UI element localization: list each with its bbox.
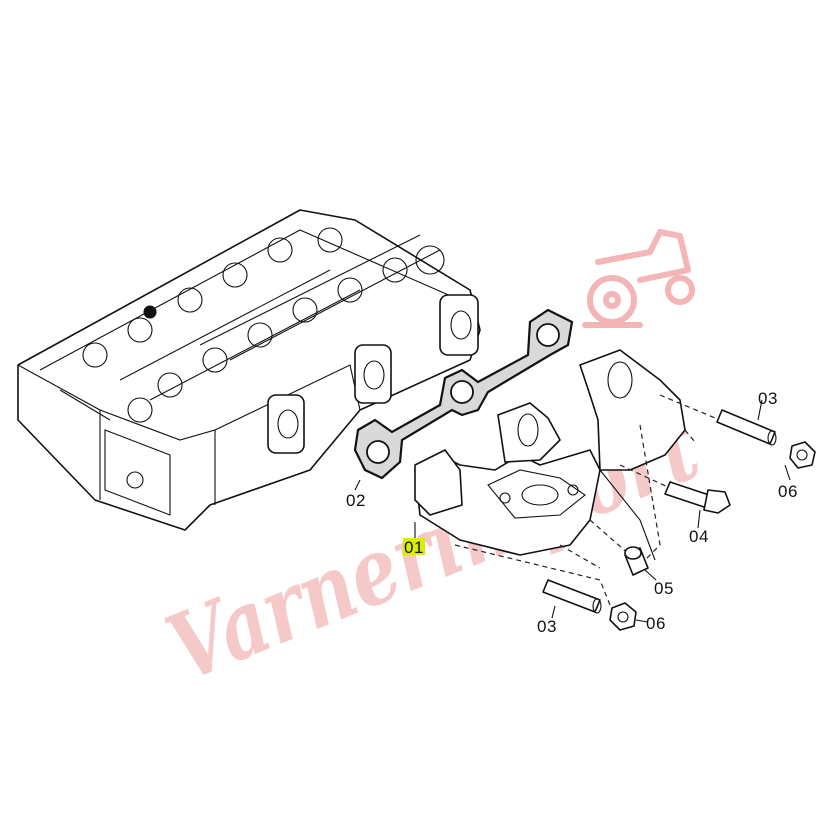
callout-01[interactable]: 01	[404, 538, 424, 557]
cylinder-head	[17, 209, 481, 531]
callout-labels: 01 02 03 03 04 05 06 06	[346, 389, 798, 636]
part-01-highlight	[403, 538, 425, 555]
callout-leaders	[354, 399, 791, 623]
part-03-stud-lower	[542, 579, 602, 614]
part-04-bolt	[664, 481, 731, 514]
callout-06-lower[interactable]: 06	[646, 614, 666, 633]
part-01-exhaust-manifold	[414, 349, 686, 561]
callout-06-upper[interactable]: 06	[778, 482, 798, 501]
part-02-gasket	[353, 308, 574, 480]
callout-02[interactable]: 02	[346, 491, 366, 510]
callout-03-lower[interactable]: 03	[537, 617, 557, 636]
callout-04[interactable]: 04	[689, 527, 709, 546]
part-06-nut-upper	[789, 441, 816, 469]
part-03-stud-upper	[716, 409, 777, 446]
callout-05[interactable]: 05	[654, 579, 674, 598]
callout-03-upper[interactable]: 03	[758, 389, 778, 408]
part-05-collar	[624, 546, 649, 576]
tractor-icon	[582, 229, 695, 328]
part-06-nut-lower	[609, 602, 637, 631]
leader-dashed-lines	[454, 394, 721, 611]
